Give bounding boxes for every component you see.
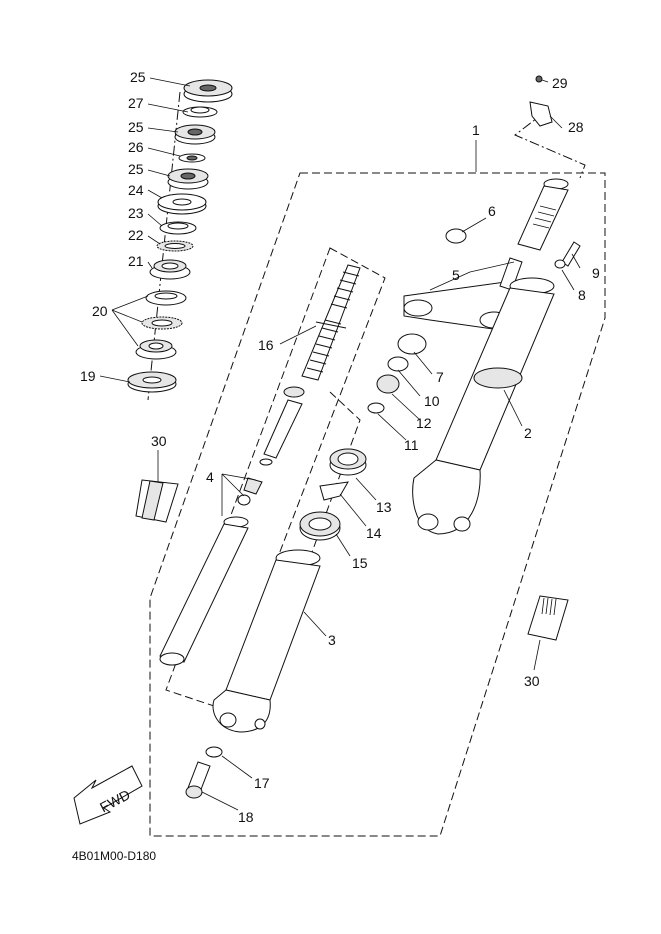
callout-22: 22 <box>128 227 144 243</box>
callout-7: 7 <box>436 369 444 385</box>
assembly-outline-main <box>149 172 606 837</box>
callout-25-top: 25 <box>130 69 146 85</box>
callout-17: 17 <box>254 775 270 791</box>
steering-bearing-stack <box>127 79 233 401</box>
callout-21: 21 <box>128 253 144 269</box>
callout-30-left: 30 <box>151 433 167 449</box>
callout-12: 12 <box>416 415 432 431</box>
callout-15: 15 <box>352 555 368 571</box>
callout-28: 28 <box>568 119 584 135</box>
callout-26: 26 <box>128 139 144 155</box>
ring-nut-top <box>183 79 233 103</box>
callout-labels: 1 2 3 4 5 6 7 8 9 10 11 12 13 14 15 16 1… <box>80 69 600 825</box>
lock-washer <box>182 106 218 118</box>
callout-29: 29 <box>552 75 568 91</box>
fwd-arrow: FWD <box>73 765 143 825</box>
axle-bolt-parts <box>185 746 223 799</box>
callout-6: 6 <box>488 203 496 219</box>
grease-packet-right <box>527 595 569 641</box>
fork-cap-parts <box>367 228 467 414</box>
callout-13: 13 <box>376 499 392 515</box>
fork-spring <box>301 264 361 381</box>
oil-seal-set <box>299 448 367 541</box>
callout-10: 10 <box>424 393 440 409</box>
leader-lines <box>99 77 581 811</box>
bearing-set-lower <box>135 290 187 360</box>
callout-25-lower: 25 <box>128 161 144 177</box>
callout-20: 20 <box>92 303 108 319</box>
grease-packet-left <box>135 479 179 523</box>
callout-2: 2 <box>524 425 532 441</box>
ring-nut-lower <box>167 168 209 190</box>
inner-fork-tube <box>159 516 249 666</box>
damper-rod <box>237 386 305 506</box>
stem-bolt-parts <box>529 75 553 127</box>
assembly-outline-bolt <box>514 111 586 179</box>
callout-18: 18 <box>238 809 254 825</box>
callout-5: 5 <box>452 267 460 283</box>
ring-nut-middle <box>174 124 216 145</box>
callout-3: 3 <box>328 632 336 648</box>
callout-30-right: 30 <box>524 673 540 689</box>
callout-14: 14 <box>366 525 382 541</box>
pinch-bolt <box>554 241 581 269</box>
callout-9: 9 <box>592 265 600 281</box>
callout-24: 24 <box>128 182 144 198</box>
callout-25-middle: 25 <box>128 119 144 135</box>
ball-race-cone <box>149 259 191 280</box>
callout-4: 4 <box>206 469 214 485</box>
callout-27: 27 <box>128 95 144 111</box>
bearing-race-upper <box>159 221 197 235</box>
outer-fork-tube-right <box>412 277 555 535</box>
callout-11: 11 <box>404 437 419 453</box>
callout-1: 1 <box>472 122 480 138</box>
callout-19: 19 <box>80 368 96 384</box>
bearing-cover <box>157 193 207 215</box>
outer-fork-tube-left <box>212 549 321 733</box>
dust-seal <box>127 371 177 393</box>
callout-8: 8 <box>578 287 586 303</box>
diagram-code: 4B01M00-D180 <box>72 849 156 863</box>
ball-race-upper <box>156 240 194 252</box>
rubber-washer <box>178 153 206 163</box>
callout-16: 16 <box>258 337 274 353</box>
callout-23: 23 <box>128 205 144 221</box>
